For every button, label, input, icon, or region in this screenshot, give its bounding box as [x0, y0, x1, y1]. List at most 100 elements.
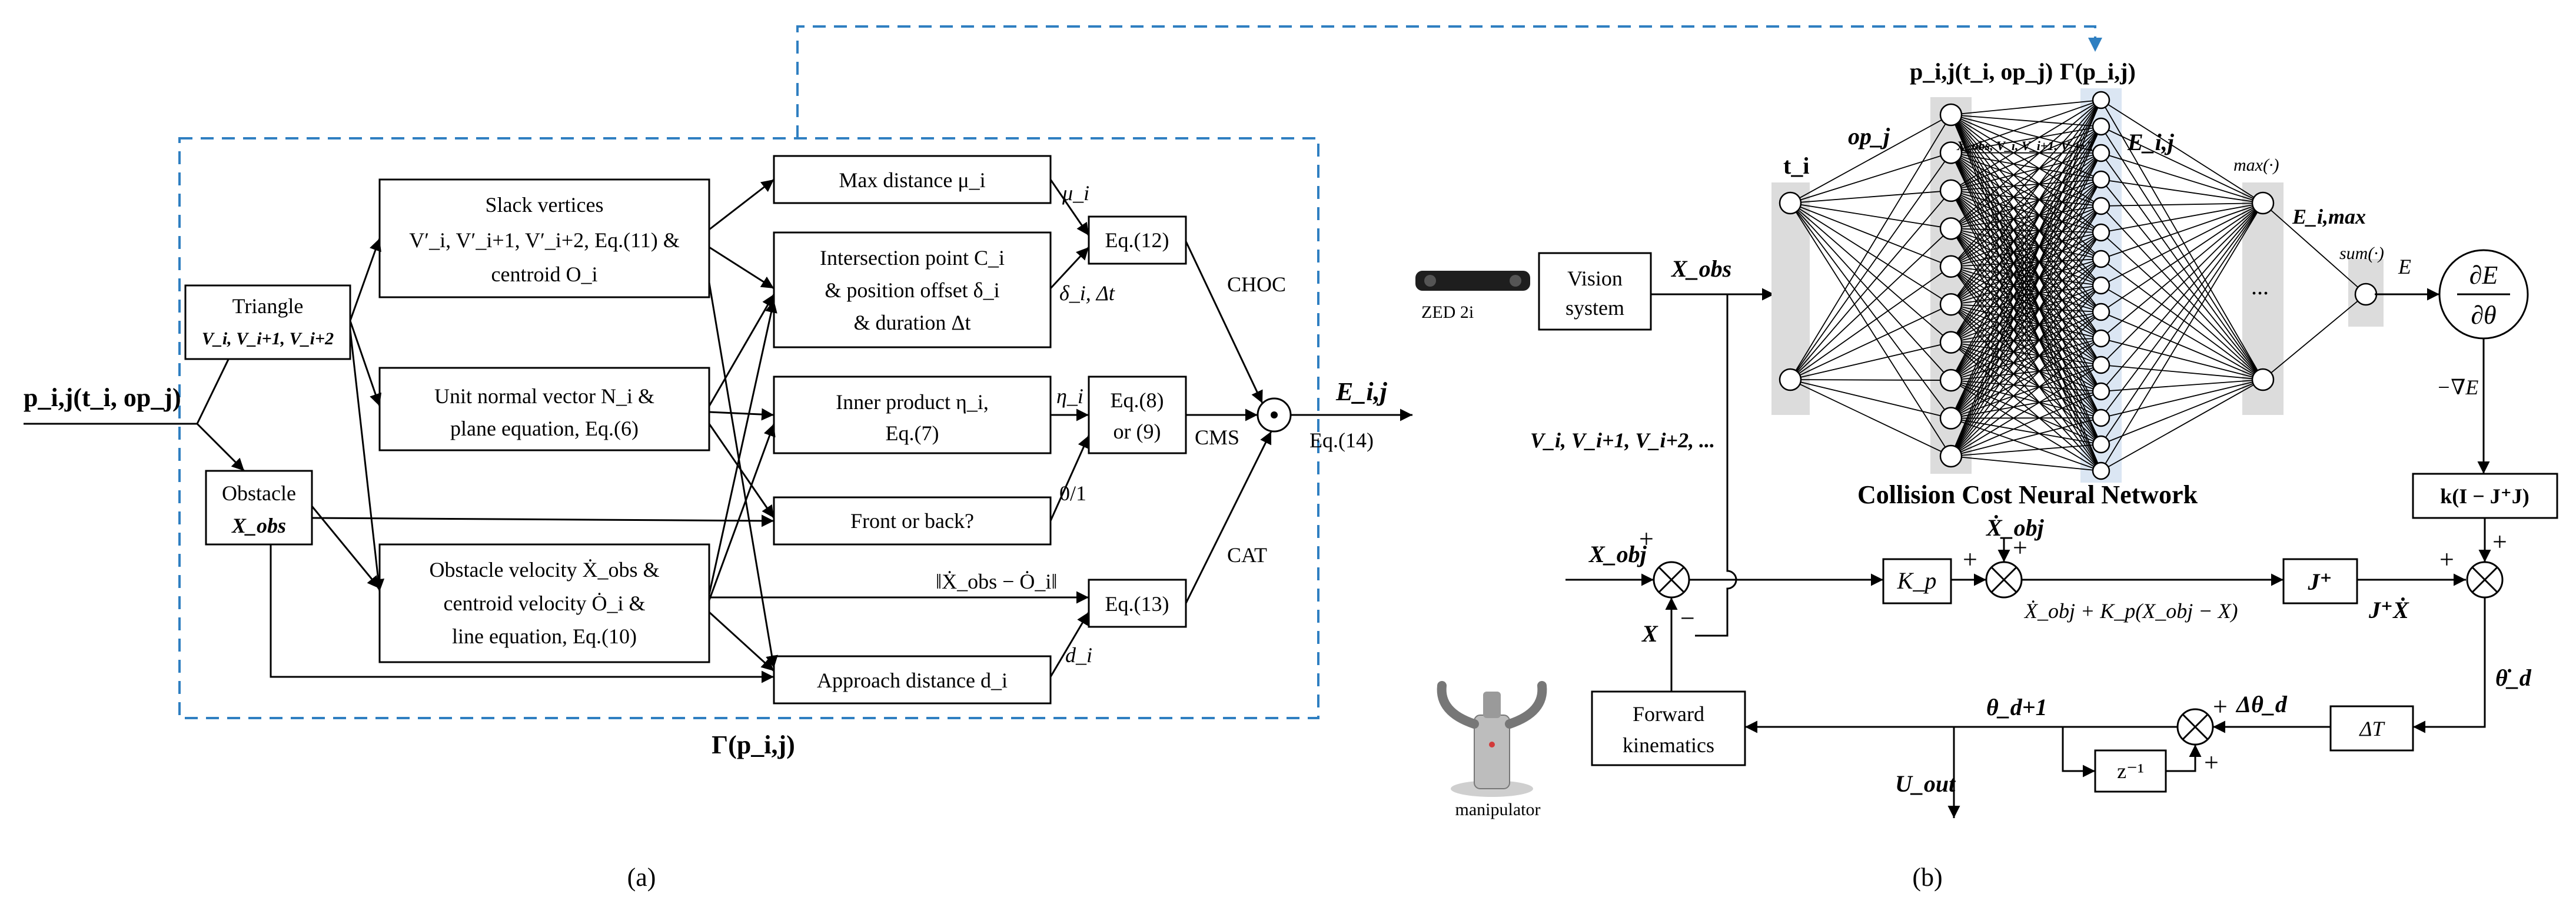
- nn-neuron-pair: [1939, 217, 1963, 240]
- nn-connection: [1950, 179, 2102, 230]
- nn-connection: [1950, 285, 2102, 457]
- nn-connection: [1950, 205, 2102, 267]
- nn-connection: [1950, 99, 2102, 381]
- panel-b: ZED 2i Vision system X_obs V_i, V_i+1, V…: [1415, 58, 2558, 892]
- intersection-line2: & position offset δ_i: [825, 278, 999, 302]
- nn-connection: [2100, 205, 2263, 380]
- nn-connection: [1950, 232, 2102, 457]
- nn-connection: [1950, 304, 2102, 445]
- nn-connection: [1950, 179, 2102, 419]
- nn-connection: [1790, 202, 1952, 267]
- nn-neuron-gamma: [2092, 117, 2110, 136]
- camera-icon: [1415, 271, 1530, 291]
- sign-nullspace-plus: +: [2492, 527, 2507, 556]
- arrow-slack-approach: [708, 282, 778, 669]
- eq8-9-line1: Eq.(8): [1111, 388, 1164, 412]
- nn-connection: [1950, 126, 2102, 154]
- boundary-label: Γ(p_i,j): [712, 730, 795, 759]
- dashed-link: [796, 25, 2102, 138]
- nn-connection: [2100, 202, 2263, 471]
- intersection-line1: Intersection point C_i: [820, 246, 1005, 270]
- nn-connection: [2100, 379, 2263, 418]
- label-d: d_i: [1065, 643, 1092, 667]
- nn-connection: [1950, 152, 2102, 305]
- nn-neuron-gamma: [2092, 382, 2110, 401]
- nn-connection: [1790, 202, 1952, 343]
- nn-connection: [1950, 228, 2102, 392]
- output-label: E_i,j: [1335, 377, 1388, 406]
- nn-connection: [1950, 228, 2102, 233]
- nn-connection: [2100, 338, 2263, 380]
- arrow-to-zinv: [2062, 727, 2095, 778]
- layer-p-label: p_i,j(t_i, op_j): [1910, 58, 2053, 85]
- nn-connection: [1790, 202, 1952, 381]
- intersection-line3: & duration Δt: [853, 311, 970, 334]
- sign-jplus-plus: +: [2439, 545, 2454, 574]
- nn-neuron-gamma: [2092, 250, 2110, 268]
- nn-connection: [1950, 99, 2102, 418]
- nn-connection: [1950, 364, 2102, 457]
- nn-connection: [1950, 266, 2102, 392]
- nn-connection: [1950, 304, 2102, 418]
- forward-kin-box: [1591, 690, 1746, 766]
- nn-neuron-pair: [1939, 444, 1963, 468]
- max-distance-text: Max distance μ_i: [839, 168, 985, 192]
- nn-neuron-input: [1779, 191, 1802, 215]
- nn-connection: [2100, 179, 2263, 380]
- sign-kp-plus: +: [1963, 545, 1977, 574]
- obstacle-velocity-line3: line equation, Eq.(10): [452, 624, 637, 648]
- nn-connection: [1950, 99, 2102, 191]
- nn-connection: [1950, 114, 2102, 127]
- nn-connection: [1790, 152, 1952, 204]
- nn-connection: [1950, 258, 2102, 343]
- layer-max-label: max(·): [2233, 155, 2279, 175]
- nn-connection: [2100, 379, 2263, 471]
- max-distance-box: [773, 155, 1052, 204]
- arrow-eq12-dot: [1185, 241, 1264, 404]
- delta-t-box: [2329, 705, 2414, 752]
- nn-connection: [2262, 294, 2366, 380]
- nn-connection: [1950, 228, 2102, 366]
- nn-connection: [1950, 126, 2102, 230]
- nn-connection: [1950, 232, 2102, 305]
- j-plus-x-label: J⁺Ẋ: [2368, 597, 2409, 623]
- eq12-text: Eq.(12): [1105, 228, 1169, 252]
- nn-connection: [2100, 311, 2263, 380]
- nn-neuron-gamma: [2092, 303, 2110, 321]
- nn-neuron-gamma: [2092, 170, 2110, 189]
- nn-connection: [1950, 266, 2102, 471]
- nn-neuron-pair: [1939, 103, 1963, 127]
- nn-neuron-gamma: [2092, 355, 2110, 374]
- obstacle-vars: X_obs: [231, 514, 286, 537]
- nn-neuron-gamma: [2092, 435, 2110, 454]
- nn-connection: [1950, 179, 2102, 381]
- forward-kin-line2: kinematics: [1623, 733, 1714, 757]
- to-obstacle-arrow: [196, 423, 245, 472]
- front-back-box: [773, 496, 1052, 546]
- nn-connection: [1950, 205, 2102, 305]
- normal-line1: Unit normal vector N_i &: [434, 384, 654, 408]
- layer-t-label: t_i: [1783, 152, 1809, 179]
- approach-box: [773, 655, 1052, 705]
- nn-connection: [1950, 258, 2102, 267]
- layer-E-label: E: [2398, 255, 2411, 278]
- nn-neuron-gamma: [2092, 91, 2110, 109]
- sign-x-minus: −: [1680, 604, 1695, 633]
- nn-connection: [2100, 202, 2263, 339]
- sum-junction-3-x2: [2471, 566, 2498, 593]
- eq13-text: Eq.(13): [1105, 592, 1169, 616]
- nn-connection: [1950, 266, 2102, 418]
- null-space-text: k(I − J⁺J): [2440, 484, 2530, 508]
- nn-connection: [1790, 266, 1952, 380]
- nn-neuron-gamma: [2092, 408, 2110, 427]
- nn-connection: [1950, 205, 2102, 381]
- eq12-box: [1088, 215, 1187, 265]
- triangle-vars: V_i, V_i+1, V_i+2: [202, 329, 334, 348]
- front-back-text: Front or back?: [850, 509, 974, 533]
- nn-connection: [2100, 232, 2263, 380]
- nn-neuron-max: [2251, 368, 2275, 391]
- nn-connection: [1950, 228, 2102, 339]
- nn-connection: [2100, 99, 2263, 380]
- manipulator-label: manipulator: [1455, 800, 1541, 819]
